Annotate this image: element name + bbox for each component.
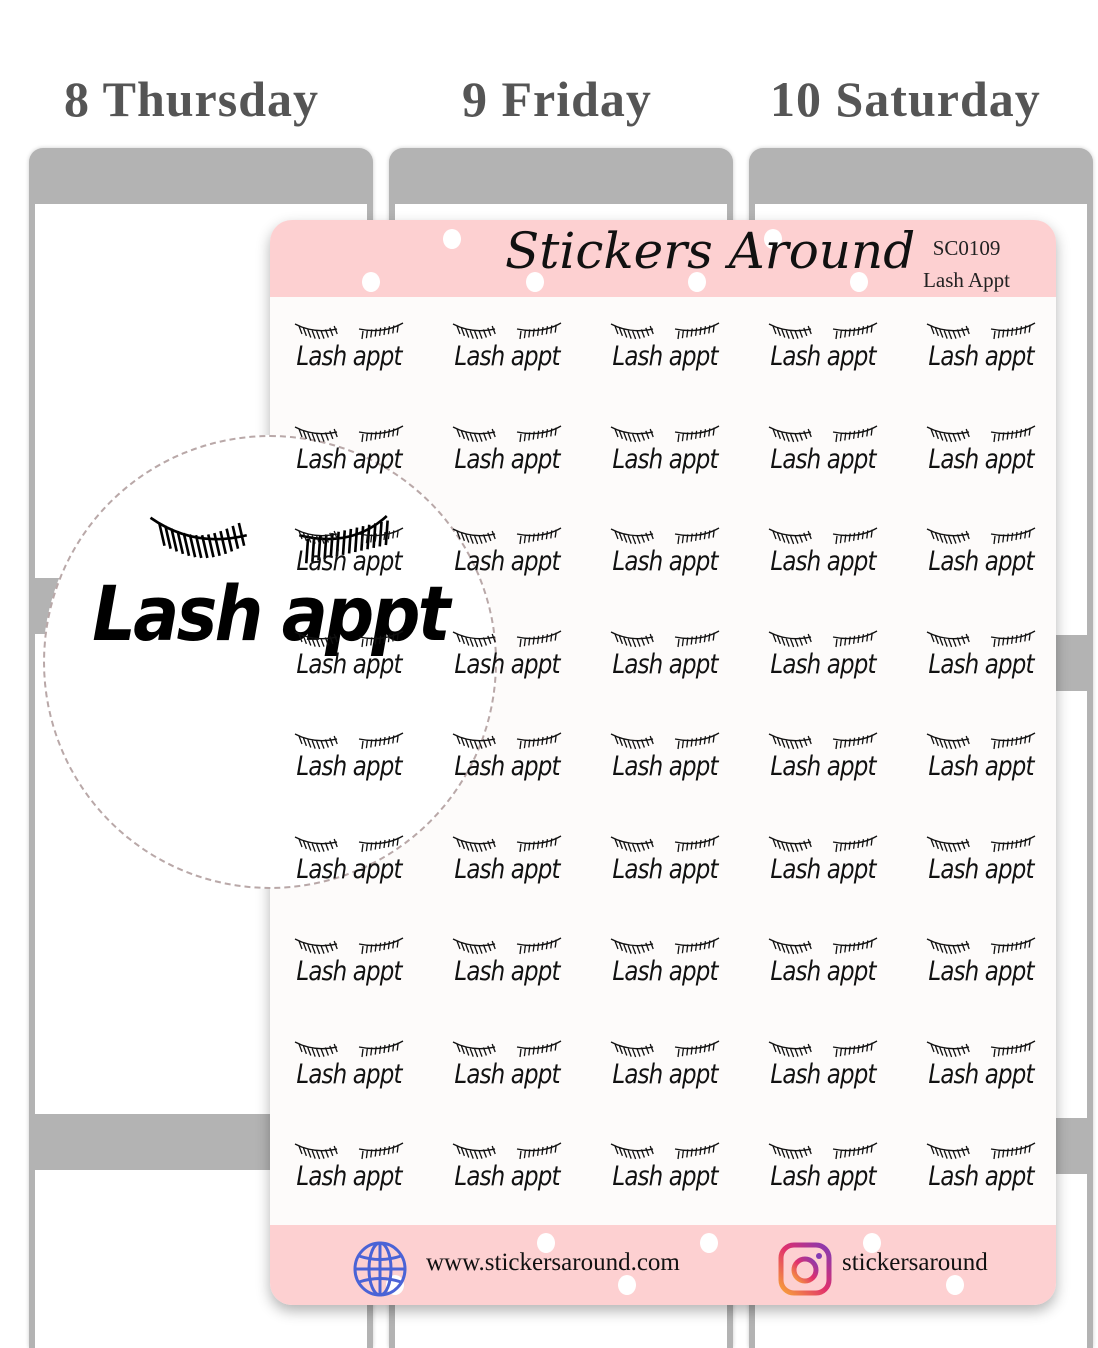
day-heading-thursday: 8 Thursday: [64, 71, 320, 127]
magnified-label: Lash appt: [92, 569, 450, 658]
brand-title: Stickers Around: [505, 222, 916, 280]
instagram-handle[interactable]: stickersaround: [842, 1249, 988, 1276]
day-heading-friday: 9 Friday: [462, 71, 652, 127]
instagram-icon: [778, 1242, 832, 1296]
day-heading-saturday: 10 Saturday: [770, 71, 1041, 127]
magnified-sticker: Lash appt: [43, 435, 497, 889]
website-link[interactable]: www.stickersaround.com: [426, 1249, 680, 1276]
sheet-footer: www.stickersaround.com stickersaround: [270, 1225, 1056, 1305]
globe-icon: [353, 1241, 407, 1297]
eyelash-icon: [149, 515, 389, 564]
